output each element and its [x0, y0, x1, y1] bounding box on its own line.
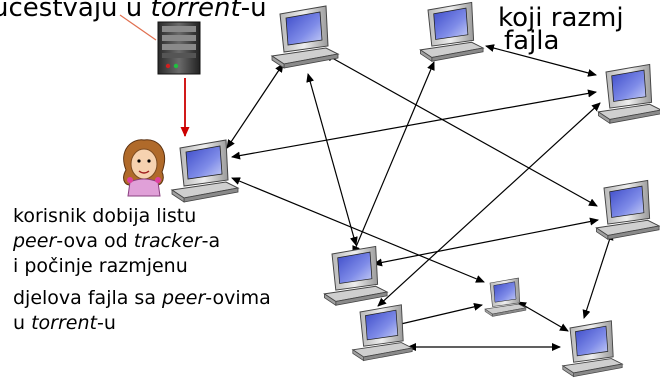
user-caption-line1: korisnik dobija listu	[13, 205, 197, 227]
peer-f-computer-icon	[352, 304, 413, 362]
user-caption-line2: peer-ova od tracker-a	[13, 230, 221, 252]
peer-c-computer-icon	[597, 63, 660, 124]
link-peer-c-peer-f	[377, 102, 601, 307]
link-peer-f-peer-g	[387, 302, 483, 330]
link-peer-a-peer-d	[324, 53, 598, 207]
link-peer-b-peer-e	[352, 61, 435, 255]
peer-b-computer-icon	[419, 1, 484, 62]
user-caption-line5: u torrent-u	[13, 312, 116, 334]
peer-g-computer-icon	[484, 277, 527, 317]
peer-h-computer-icon	[562, 320, 623, 378]
tracker-pointer-line	[119, 14, 157, 41]
user-computer-icon	[171, 139, 239, 203]
label-top-right-line2: fajla	[504, 26, 560, 56]
peer-d-computer-icon	[595, 179, 660, 240]
peer-e-computer-icon	[323, 245, 388, 306]
link-peer-b-peer-c	[485, 44, 597, 77]
label-top-right-line1: koji razmj	[498, 3, 624, 33]
link-peer-e-peer-d	[373, 217, 599, 267]
label-top-left: učestvaju u torrent-u	[0, 0, 267, 23]
tracker-server-icon	[157, 21, 201, 75]
link-peer-g-peer-h	[517, 301, 569, 332]
peer-a-computer-icon	[271, 5, 339, 69]
link-user-peer-a	[226, 63, 284, 149]
user-caption-line3: i počinje razmjenu	[13, 255, 188, 277]
cartoon-user-icon	[123, 139, 166, 197]
link-peer-d-peer-h	[582, 231, 614, 319]
link-user-peer-c	[231, 89, 597, 160]
user-caption-line4: djelova fajla sa peer-ovima	[13, 287, 271, 309]
